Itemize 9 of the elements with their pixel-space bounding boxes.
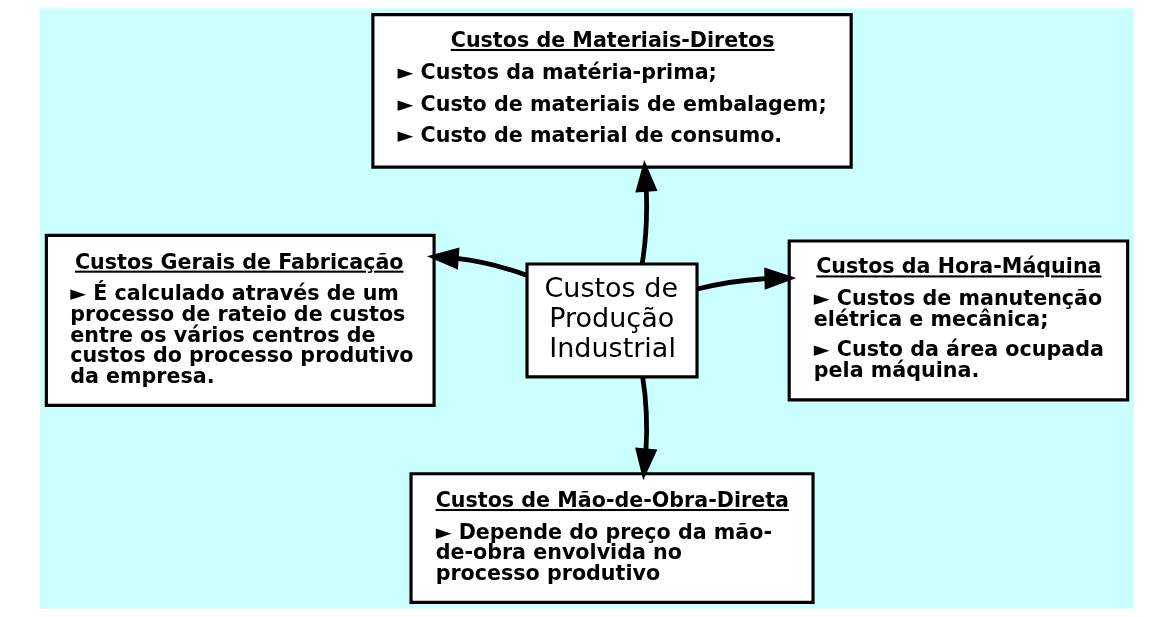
arrow [426,247,528,278]
arrow [696,267,797,292]
arrow [635,159,658,264]
node-box: Custos Gerais de Fabricação ► É calculado através de um processo de rateio de custos entre os vários centros de custos do processo produtivo da empresa. [44,233,436,407]
arrow [635,376,658,481]
node-box: Custos de Materiais-Diretos ► Custos da matéria-prima; ► Custo de materiais de embalagem; ► Custo de material de consumo. [371,12,853,169]
node-box: Custos de Produção Industrial [525,262,699,379]
node-box: Custos de Mão-de-Obra-Direta ► Depende do preço da mão-de-obra envolvida no processo produtivo [409,472,815,605]
node-box: Custos da Hora-Máquina ► Custos de manutenção elétrica e mecânica; ► Custo da área ocupada pela máquina. [787,239,1130,402]
